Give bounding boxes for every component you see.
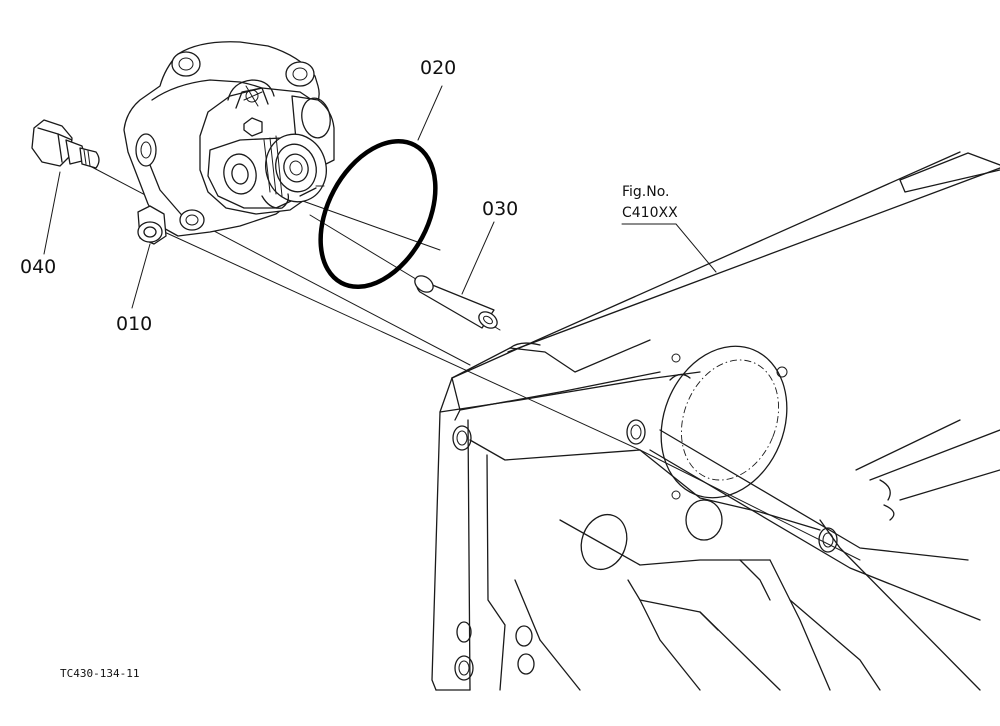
figure-reference-label: Fig.No. [622, 184, 670, 200]
fitting-040 [31, 119, 100, 169]
drawing-id: TC430-134-11 [60, 667, 139, 680]
callout-010: 010 [116, 313, 152, 335]
leader-figref [621, 223, 717, 273]
pin-030 [414, 275, 498, 329]
pump-assembly [123, 41, 335, 245]
o-ring-020 [318, 138, 438, 290]
callout-020: 020 [420, 57, 456, 79]
transmission-housing [431, 151, 1000, 691]
leader-lines [43, 85, 717, 309]
figure-reference-number: C410XX [622, 205, 678, 221]
leader-020 [417, 85, 443, 141]
callout-040: 040 [20, 256, 56, 278]
leader-010 [131, 243, 151, 309]
leader-030 [461, 221, 495, 295]
callout-030: 030 [482, 198, 518, 220]
leader-040 [43, 171, 61, 255]
